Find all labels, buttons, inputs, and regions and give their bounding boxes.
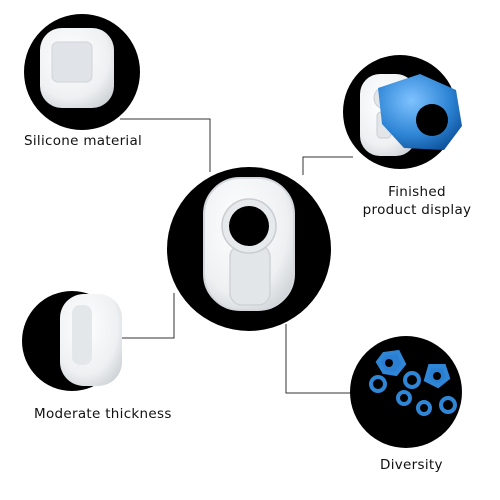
finished-product-image: [343, 55, 462, 169]
silicone-material-image: [24, 14, 140, 130]
connector-lines: [120, 118, 353, 394]
moderate-thickness-image: [22, 291, 122, 391]
connector-moderate: [121, 293, 175, 339]
diversity-label: Diversity: [380, 457, 443, 473]
finished-label-line1: Finished: [388, 184, 446, 200]
moderate-thickness-label: Moderate thickness: [34, 406, 172, 422]
silicone-material-label: Silicone material: [24, 133, 143, 149]
finished-label-line2: product display: [362, 202, 472, 218]
connector-silicone: [120, 118, 211, 172]
connector-diversity: [285, 324, 352, 394]
finished-product-label: Finished product display: [342, 183, 492, 219]
connector-finished: [302, 156, 353, 175]
center-mold-image: [167, 167, 331, 331]
diversity-image: [350, 336, 462, 448]
